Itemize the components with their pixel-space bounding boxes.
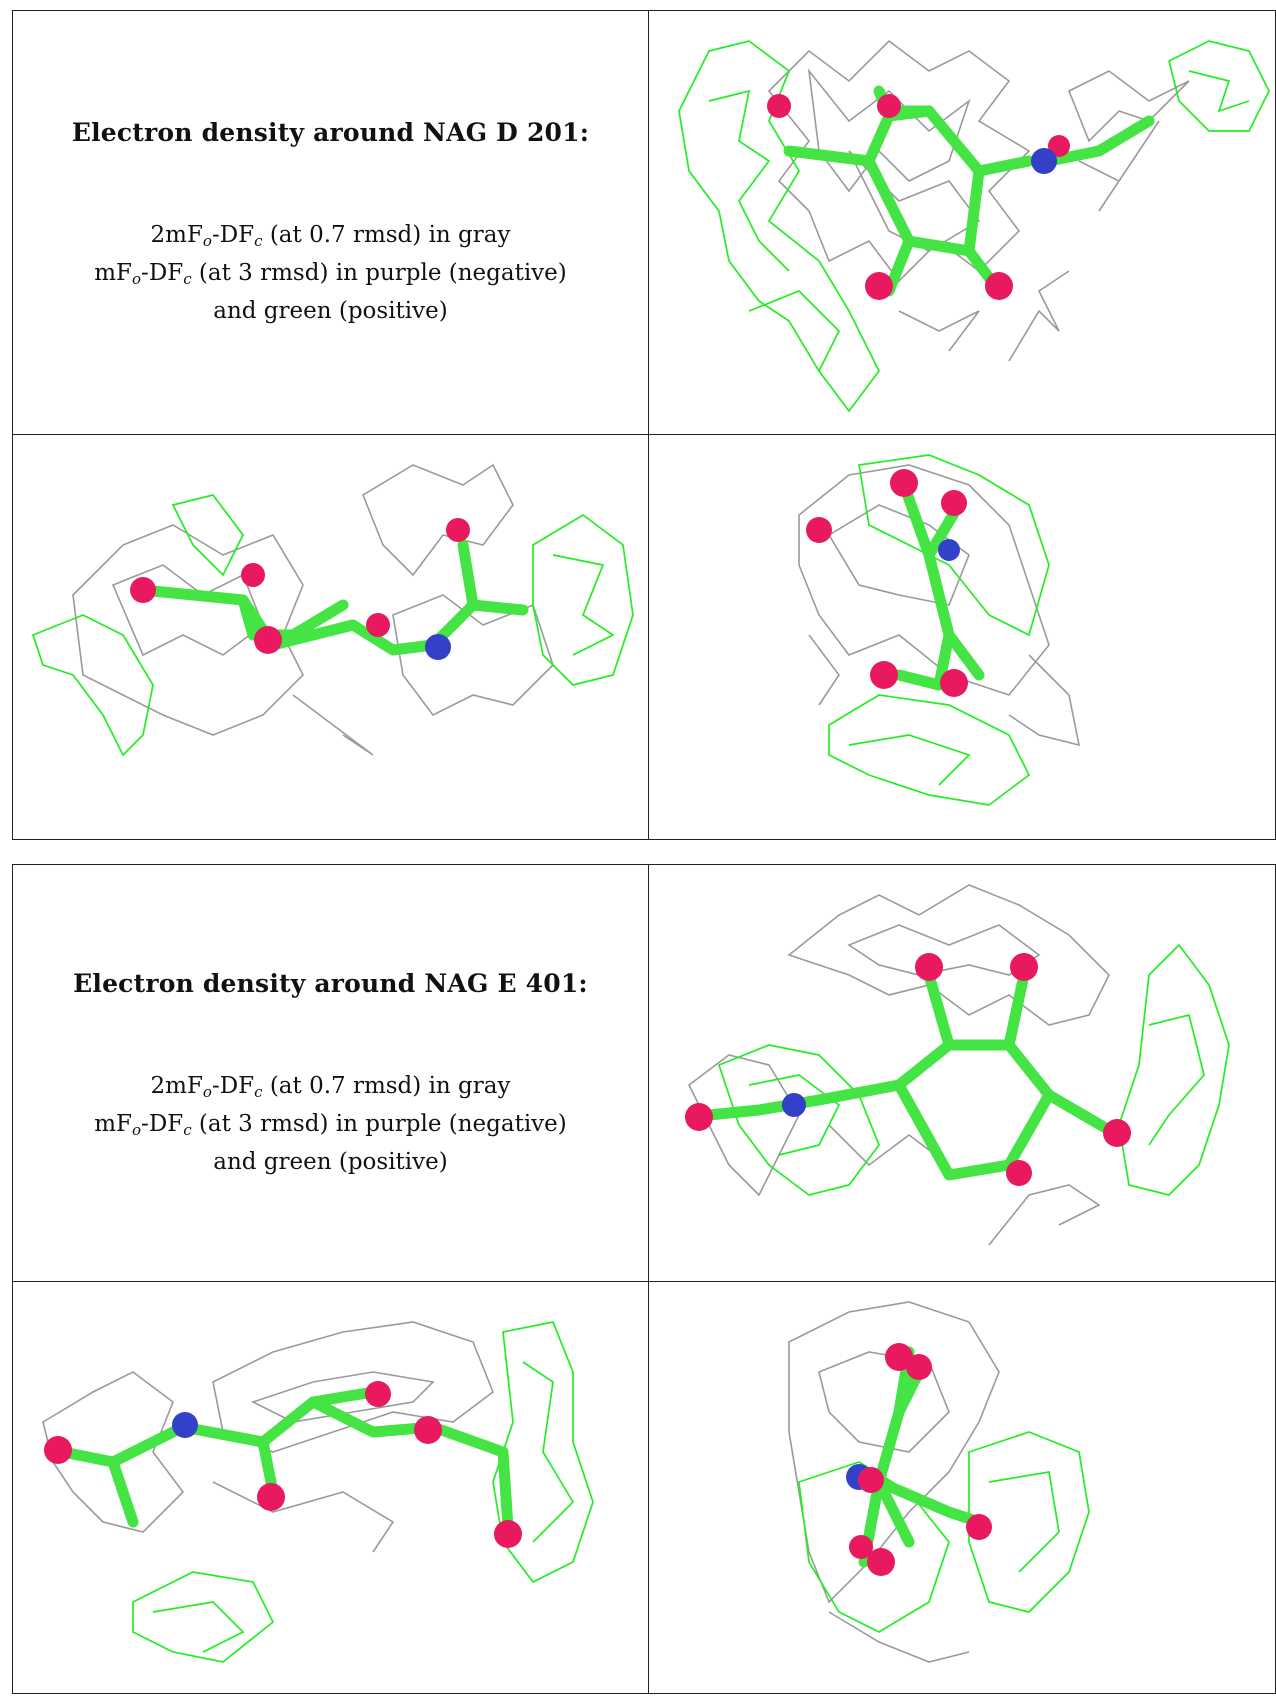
row-divider [13, 434, 1275, 435]
legend-line-2fo-fc: 2mFo-DFc (at 0.7 rmsd) in gray [150, 1072, 511, 1101]
nitrogen-atom [938, 539, 960, 561]
molecule-view-side [13, 435, 648, 840]
molecule-view-end [649, 1282, 1276, 1694]
nitrogen-atom [425, 634, 451, 660]
green-density-mesh [798, 1431, 1090, 1633]
column-divider [648, 865, 649, 1693]
gray-density-mesh [687, 884, 1110, 1246]
carbon-bonds [893, 479, 985, 691]
green-density-mesh [31, 494, 634, 757]
molecule-view-end [649, 435, 1276, 840]
green-density-mesh [717, 943, 1230, 1196]
panel-title: Electron density around NAG D 201: [71, 118, 590, 147]
oxygen-atoms [44, 1381, 522, 1548]
legend-line-colors: and green (positive) [213, 298, 448, 324]
nitrogen-atom [1031, 148, 1057, 174]
density-panel-nag-d-201: Electron density around NAG D 201: 2mFo-… [12, 10, 1276, 840]
caption-cell: Electron density around NAG E 401: 2mFo-… [13, 865, 648, 1281]
nitrogen-atom [782, 1093, 806, 1117]
oxygen-atoms [806, 469, 968, 697]
column-divider [648, 11, 649, 839]
molecule-render [798, 454, 1081, 806]
molecule-view-side [13, 1282, 648, 1694]
molecule-render [678, 39, 1270, 413]
nitrogen-atom [172, 1412, 198, 1438]
carbon-bonds [57, 1386, 514, 1533]
gray-density-mesh [798, 464, 1081, 747]
oxygen-atoms [130, 518, 470, 654]
caption-cell: Electron density around NAG D 201: 2mFo-… [13, 11, 648, 434]
density-panel-nag-e-401: Electron density around NAG E 401: 2mFo-… [12, 864, 1276, 1694]
carbon-bonds [858, 1346, 985, 1568]
oxygen-atom-overlap [858, 1467, 884, 1493]
molecule-view-top [649, 11, 1276, 434]
molecule-view-top [649, 865, 1276, 1281]
green-density-mesh [828, 454, 1050, 806]
molecule-render [31, 463, 634, 757]
row-divider [13, 1281, 1275, 1282]
molecule-render [42, 1321, 594, 1663]
gray-density-mesh [767, 39, 1190, 362]
legend-line-fo-fc: mFo-DFc (at 3 rmsd) in purple (negative) [94, 260, 567, 288]
panel-title: Electron density around NAG E 401: [73, 968, 588, 998]
oxygen-atoms [767, 94, 1070, 300]
carbon-bonds [703, 969, 1115, 1181]
carbon-bonds [783, 85, 1155, 297]
molecule-render [788, 1301, 1090, 1663]
carbon-bonds [137, 539, 529, 656]
oxygen-atoms [849, 1343, 992, 1576]
legend-line-fo-fc: mFo-DFc (at 3 rmsd) in purple (negative) [94, 1110, 567, 1139]
legend-line-colors: and green (positive) [213, 1148, 448, 1175]
oxygen-atoms [685, 953, 1131, 1186]
molecule-render [685, 884, 1230, 1246]
legend-line-2fo-fc: 2mFo-DFc (at 0.7 rmsd) in gray [150, 222, 511, 250]
